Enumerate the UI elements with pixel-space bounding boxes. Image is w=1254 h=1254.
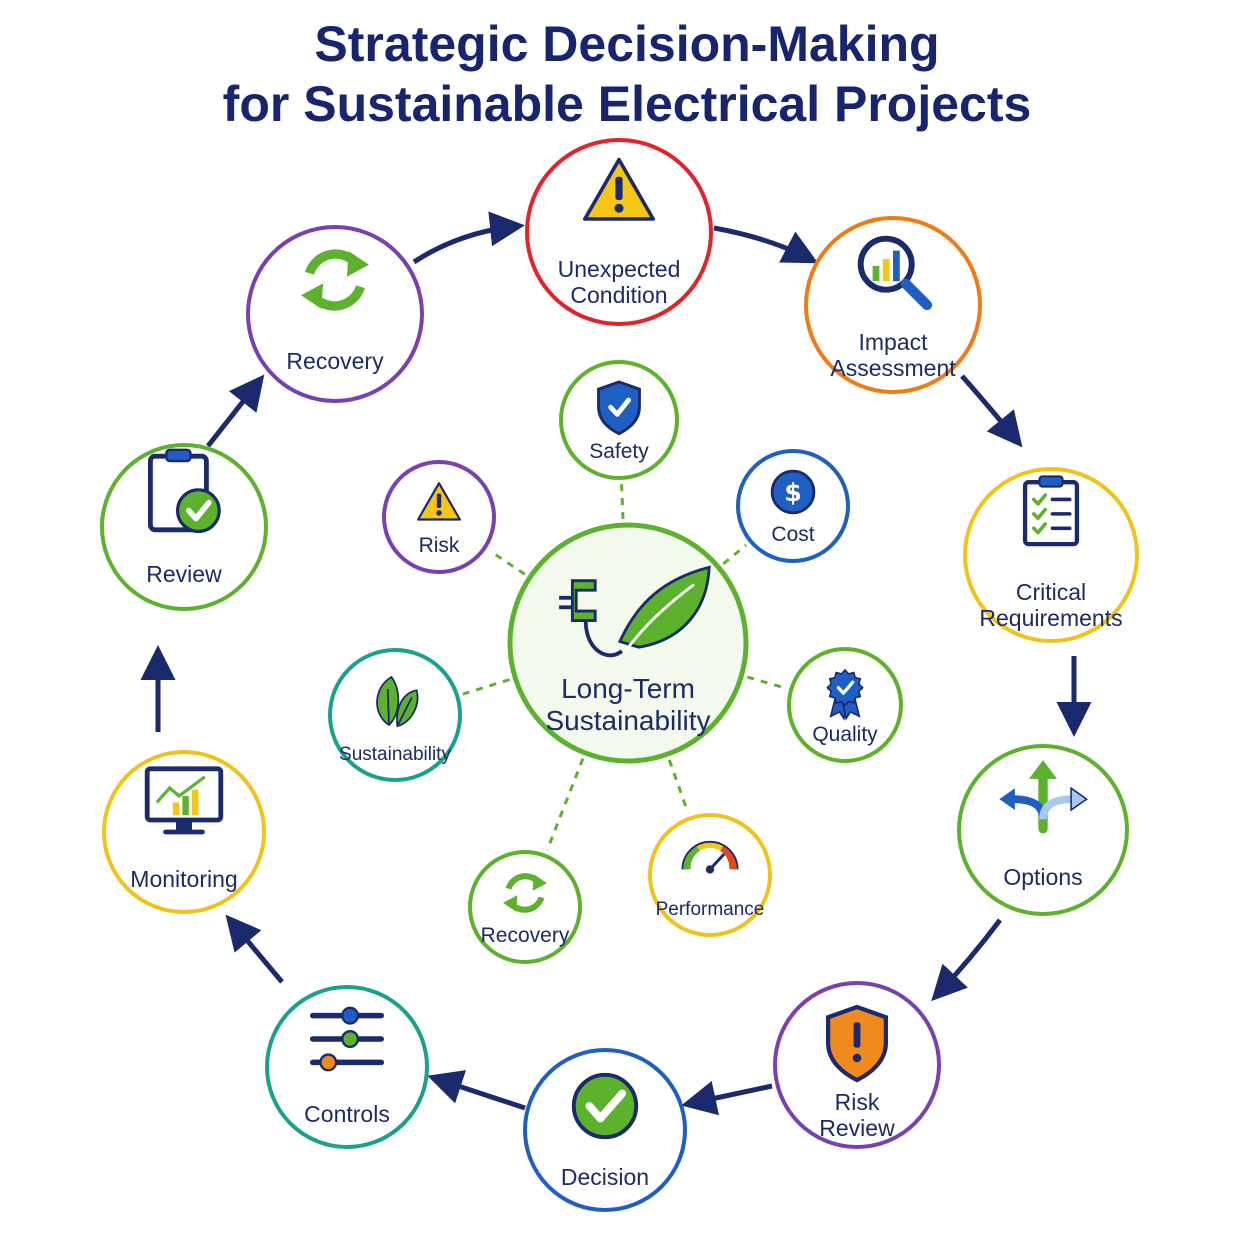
monitor-chart-icon — [144, 766, 224, 835]
connector-sustainability — [462, 678, 510, 696]
factor-cost: $ Cost — [736, 449, 850, 563]
cycle-arrow-5 — [931, 918, 1002, 1002]
connector-quality — [746, 675, 786, 690]
warning-icon — [416, 482, 462, 521]
gauge-icon — [681, 840, 739, 874]
connector-recovery — [545, 757, 585, 851]
split-arrows-icon — [999, 760, 1089, 834]
quality-badge-icon — [826, 668, 864, 721]
factor-label-risk: Risk — [419, 534, 460, 557]
step-options: Options — [957, 744, 1129, 916]
step-label-unexpected-condition-2: Condition — [570, 282, 667, 308]
step-label-decision-1: Decision — [561, 1164, 649, 1190]
factor-sustainability: Sustainability — [328, 648, 462, 782]
cycle-arrow-10 — [206, 374, 265, 448]
center-label-line-2: Sustainability — [546, 705, 711, 736]
warning-icon — [582, 157, 656, 221]
decision-cycle-steps: UnexpectedConditionImpactAssessmentCriti… — [100, 138, 1139, 1212]
step-review: Review — [100, 443, 268, 611]
cycle-arrow-7 — [427, 1070, 526, 1111]
connector-risk — [488, 549, 526, 576]
magnifier-chart-icon — [857, 235, 933, 311]
sliders-icon — [309, 1006, 385, 1072]
factor-label-cost: Cost — [771, 523, 814, 546]
factor-performance: Performance — [648, 813, 772, 937]
factor-label-safety: Safety — [589, 440, 649, 463]
cycle-arrow-1 — [412, 211, 525, 265]
step-label-controls-1: Controls — [304, 1101, 390, 1127]
check-circle-icon — [571, 1072, 639, 1140]
factor-label-performance: Performance — [656, 899, 765, 920]
step-label-review-1: Review — [146, 561, 222, 587]
cycle-arrows — [140, 211, 1092, 1116]
cycle-arrow-2 — [713, 225, 819, 264]
step-decision: Decision — [523, 1048, 687, 1212]
center-label-line-1: Long-Term — [561, 673, 695, 704]
step-label-impact-assessment-2: Assessment — [830, 355, 956, 381]
factor-label-sustainability: Sustainability — [339, 744, 451, 765]
factor-label-quality: Quality — [812, 723, 878, 746]
factor-label-recovery: Recovery — [481, 924, 570, 947]
step-recovery: Recovery — [246, 225, 424, 403]
clipboard-check-icon — [147, 448, 221, 534]
cycle-arrow-6 — [681, 1081, 773, 1116]
step-label-critical-requirements-1: Critical — [1016, 579, 1086, 605]
recycle-arrows-icon — [503, 873, 547, 913]
factor-risk: Risk — [382, 460, 496, 574]
step-label-unexpected-condition-1: Unexpected — [558, 256, 681, 282]
cycle-arrow-3 — [960, 374, 1023, 448]
recycle-arrows-icon — [301, 249, 369, 311]
center-connectors — [462, 483, 786, 851]
connector-cost — [722, 543, 748, 565]
step-monitoring: Monitoring — [102, 750, 266, 914]
factor-quality: Quality — [787, 647, 903, 763]
diagram-title: Strategic Decision-Making for Sustainabl… — [0, 14, 1254, 134]
connector-safety — [620, 483, 625, 520]
title-line-1: Strategic Decision-Making — [314, 16, 940, 72]
step-label-impact-assessment-1: Impact — [858, 329, 928, 355]
checklist-icon — [1022, 475, 1080, 547]
step-label-options-1: Options — [1003, 864, 1082, 890]
shield-check-icon — [597, 380, 641, 436]
title-line-2: for Sustainable Electrical Projects — [222, 76, 1032, 132]
svg-text:$: $ — [784, 478, 802, 507]
step-label-monitoring-1: Monitoring — [130, 866, 237, 892]
step-label-recovery-1: Recovery — [286, 348, 384, 374]
step-label-risk-review-2: Review — [819, 1115, 895, 1141]
cycle-arrow-8 — [225, 914, 284, 984]
shield-warning-icon — [825, 1004, 889, 1083]
step-label-risk-review-1: Risk — [835, 1089, 880, 1115]
plug-leaf-icon — [559, 565, 711, 658]
step-label-critical-requirements-2: Requirements — [979, 605, 1122, 631]
factor-recovery: Recovery — [468, 850, 582, 964]
connector-performance — [667, 759, 690, 814]
factor-safety: Safety — [559, 360, 679, 480]
leaves-icon — [376, 675, 419, 728]
step-controls: Controls — [265, 985, 429, 1149]
dollar-coin-icon: $ — [770, 469, 816, 515]
